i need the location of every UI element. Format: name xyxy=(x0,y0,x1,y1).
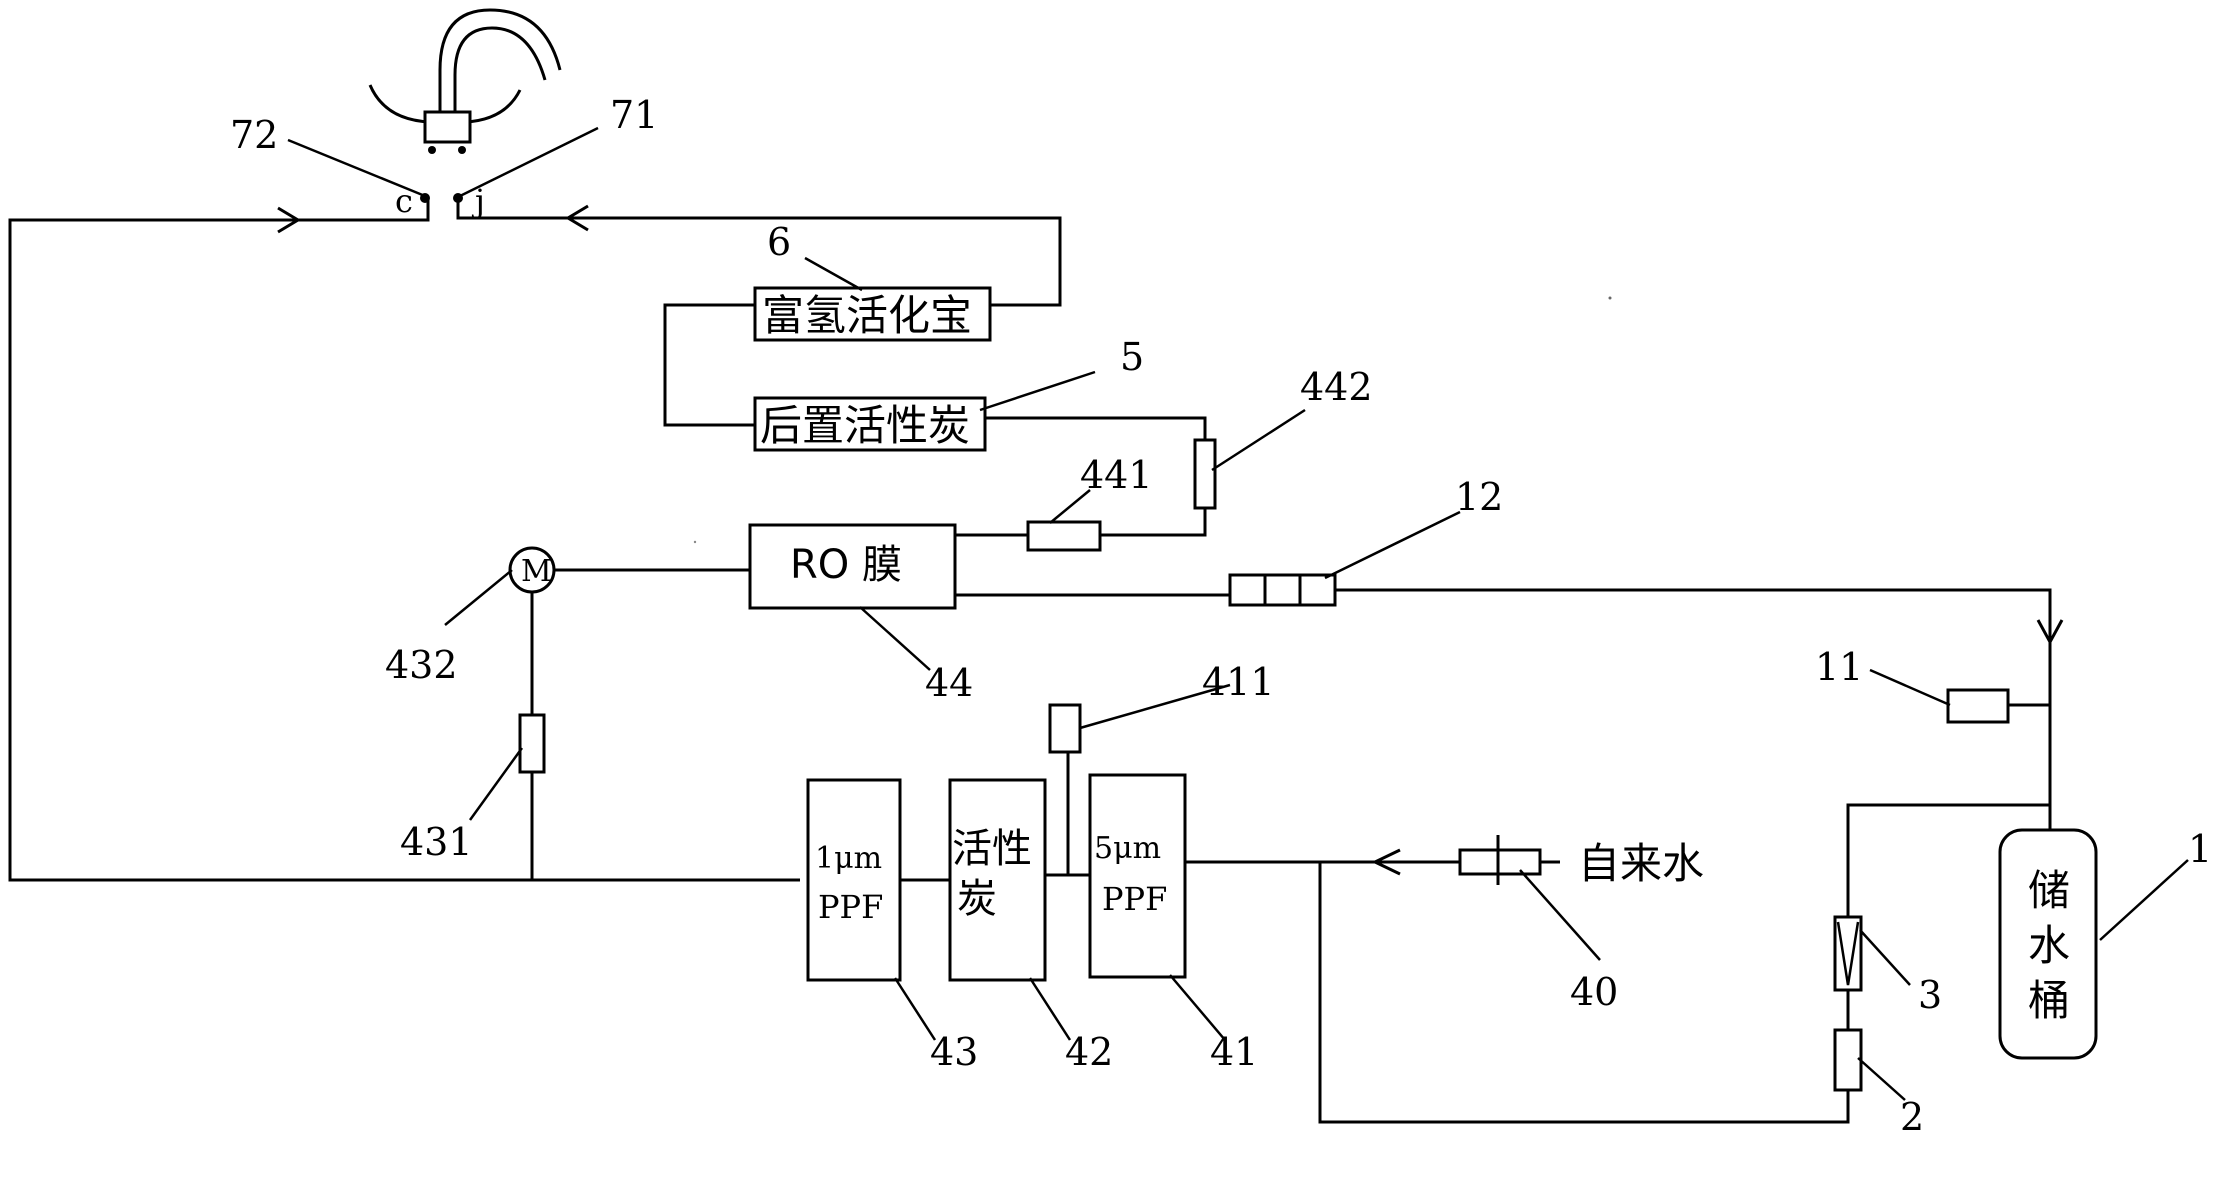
hydrogen-enricher-box xyxy=(753,286,992,342)
storage-tank xyxy=(1998,828,2098,1060)
ref-5: 5 xyxy=(1120,335,1144,379)
filter-43-line1: 1μm xyxy=(815,841,882,876)
ref-11: 11 xyxy=(1815,645,1863,689)
ref-3: 3 xyxy=(1918,973,1942,1017)
ref-431: 431 xyxy=(400,820,473,864)
ref-44: 44 xyxy=(925,661,973,705)
filter-41-line2: PPF xyxy=(1102,880,1167,918)
speck xyxy=(1608,296,1612,300)
ref-42: 42 xyxy=(1065,1030,1113,1074)
ref-12: 12 xyxy=(1455,475,1503,519)
ref-72: 72 xyxy=(230,113,278,157)
ref-441: 441 xyxy=(1080,453,1153,497)
faucet-cold-label: c xyxy=(395,182,413,220)
ref-43: 43 xyxy=(930,1030,978,1074)
component-411 xyxy=(1048,703,1082,754)
leader-71 xyxy=(459,126,599,198)
leader-72 xyxy=(287,138,426,198)
valve-12 xyxy=(1228,573,1337,607)
tank-label-3: 桶 xyxy=(2028,976,2070,1025)
filter-41-line1: 5μm xyxy=(1094,831,1161,866)
hydrogen-enricher-label: 富氢活化宝 xyxy=(762,291,972,340)
ro-membrane-label: RO 膜 xyxy=(790,542,902,588)
pump-label: M xyxy=(521,554,552,589)
filter-42-line1: 活性 xyxy=(952,826,1032,872)
ref-6: 6 xyxy=(767,220,791,264)
filter-43-line2: PPF xyxy=(818,888,883,926)
valve-441 xyxy=(1026,520,1102,552)
tank-label-1: 储 xyxy=(2028,866,2070,915)
filter-42-line2: 炭 xyxy=(957,876,997,922)
inlet-valve-40 xyxy=(1458,835,1542,885)
ro-membrane-box xyxy=(748,523,957,610)
check-valve-3 xyxy=(1833,915,1863,992)
ref-411: 411 xyxy=(1202,660,1275,704)
tank-label-2: 水 xyxy=(2028,921,2070,970)
faucet-hot-label: j xyxy=(471,182,485,220)
ref-1: 1 xyxy=(2188,827,2212,871)
ref-41: 41 xyxy=(1210,1030,1258,1074)
valve-11 xyxy=(1946,688,2010,724)
valve-2 xyxy=(1833,1028,1863,1092)
filter-42 xyxy=(948,778,1047,982)
valve-431 xyxy=(518,713,546,774)
post-carbon-box xyxy=(753,396,987,452)
post-carbon-label: 后置活性炭 xyxy=(760,401,970,450)
ref-442: 442 xyxy=(1300,365,1373,409)
ref-432: 432 xyxy=(385,643,458,687)
tap-water-label: 自来水 xyxy=(1578,839,1704,888)
valve-442 xyxy=(1193,438,1217,510)
ref-40: 40 xyxy=(1570,970,1618,1014)
pipes xyxy=(8,200,2064,1124)
pump-432 xyxy=(508,546,556,594)
filter-43 xyxy=(806,778,902,982)
ref-2: 2 xyxy=(1900,1095,1924,1139)
ref-71: 71 xyxy=(610,93,658,137)
filter-41 xyxy=(1088,773,1187,979)
speck xyxy=(693,540,697,544)
leader-lines xyxy=(444,256,2189,1101)
faucet xyxy=(368,8,562,203)
